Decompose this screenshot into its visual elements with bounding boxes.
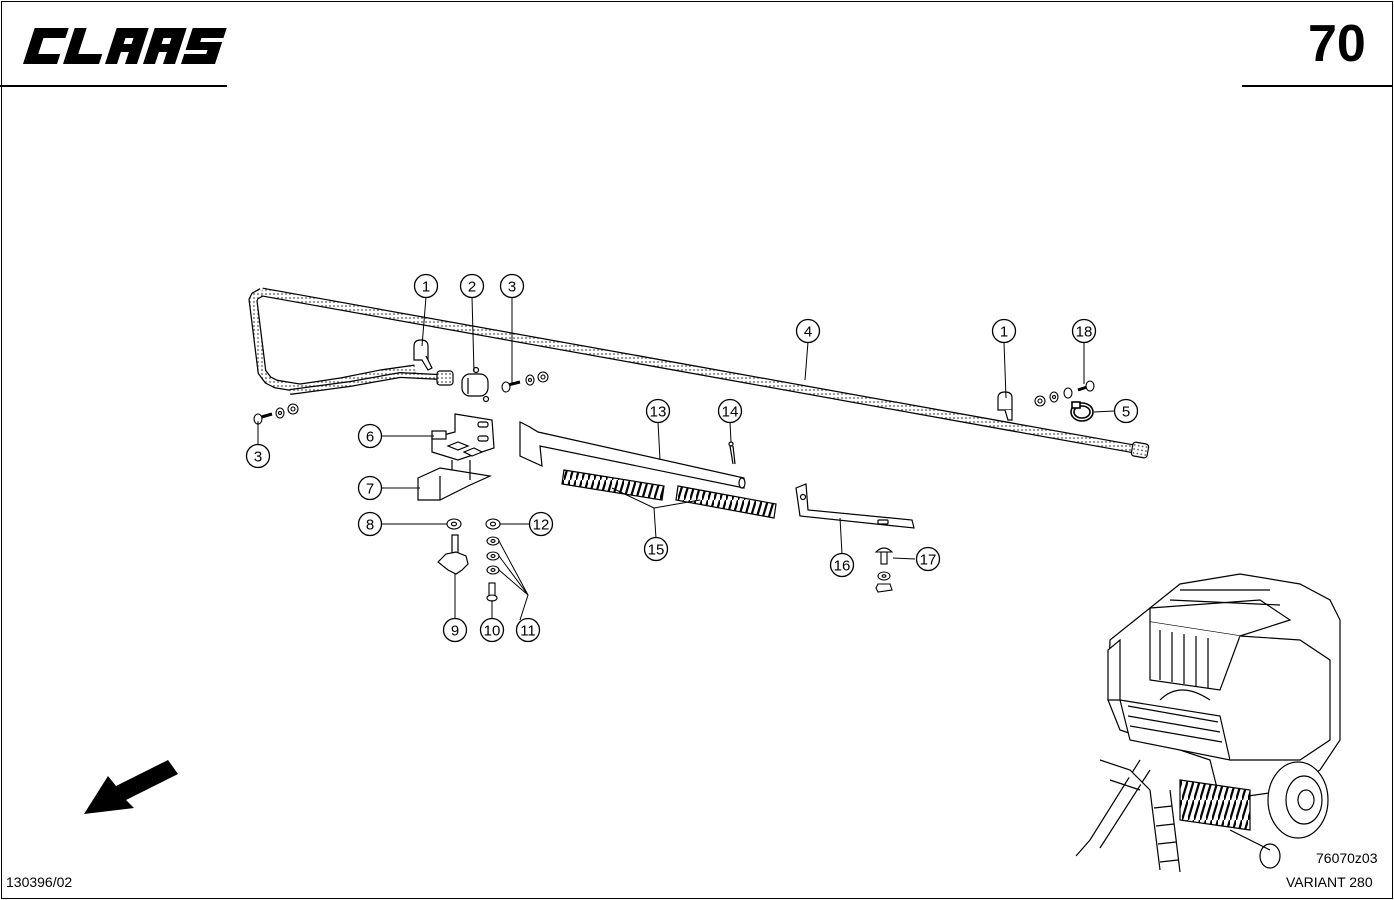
claas-logo <box>23 28 227 64</box>
callout-c15: 15 <box>643 536 669 562</box>
round-baler-overview-illustration <box>1075 573 1341 873</box>
model-name: VARIANT 280 <box>1286 874 1373 890</box>
callout-c6: 6 <box>357 423 383 449</box>
callout-c17: 17 <box>915 546 941 572</box>
callout-c2: 2 <box>459 273 485 299</box>
callout-c4: 4 <box>795 318 821 344</box>
callout-c9: 9 <box>442 617 468 643</box>
washer-part-8 <box>446 518 462 530</box>
screw-set-part-3-upper <box>501 371 549 393</box>
callout-label: 5 <box>1122 404 1130 421</box>
header-rule-left <box>0 85 227 87</box>
callout-circle <box>1113 398 1139 424</box>
hose-clamp-part-5 <box>1070 401 1094 422</box>
guide-rod-part-13 <box>519 421 746 489</box>
callout-circle <box>357 475 383 501</box>
callout-circle <box>515 617 541 643</box>
callout-circle <box>442 617 468 643</box>
callout-label: 4 <box>804 324 812 341</box>
screw-set-part-18 <box>1034 380 1095 407</box>
callout-circle <box>413 273 439 299</box>
callout-c3b: 3 <box>245 443 271 469</box>
callout-circle <box>717 398 743 424</box>
callout-circle <box>829 552 855 578</box>
washer-part-12 <box>485 518 501 530</box>
callout-label: 10 <box>484 623 501 640</box>
leader-lines <box>257 296 1115 621</box>
callout-circle <box>357 423 383 449</box>
screw-set-part-3-lower <box>253 403 299 425</box>
callout-label: 14 <box>722 404 739 421</box>
callout-circle <box>991 318 1017 344</box>
plate-part-6 <box>431 413 495 461</box>
callout-label: 6 <box>366 429 374 446</box>
clip-part-1-right <box>997 391 1013 421</box>
callout-label: 8 <box>366 517 374 534</box>
callout-c5: 5 <box>1113 398 1139 424</box>
callout-label: 7 <box>366 481 374 498</box>
callout-circle <box>459 273 485 299</box>
carriage-bolt-part-17 <box>874 547 894 593</box>
star-knob-part-9 <box>437 534 469 575</box>
callout-circle <box>499 273 525 299</box>
callout-circle <box>479 617 505 643</box>
callout-label: 13 <box>650 404 667 421</box>
split-pin-part-14 <box>728 441 736 465</box>
callout-label: 12 <box>533 517 550 534</box>
washers-part-11 <box>486 536 500 575</box>
direction-arrow-icon <box>84 760 178 814</box>
callout-label: 2 <box>468 279 476 296</box>
callout-circle <box>245 443 271 469</box>
callout-circle <box>643 536 669 562</box>
callout-label: 11 <box>520 623 536 640</box>
callout-c8: 8 <box>357 511 383 537</box>
callout-label: 3 <box>254 449 262 466</box>
callout-label: 16 <box>834 558 851 575</box>
callout-label: 3 <box>508 279 516 296</box>
callout-c11: 11 <box>515 617 541 643</box>
springs-part-15 <box>561 469 777 519</box>
bracket-part-2 <box>461 366 490 403</box>
rod-part-4 <box>248 287 1150 459</box>
callout-circle <box>795 318 821 344</box>
callout-c13: 13 <box>645 398 671 424</box>
callout-circle <box>357 511 383 537</box>
header-rule-right <box>1242 85 1392 87</box>
callout-label: 1 <box>1000 324 1008 341</box>
document-number: 130396/02 <box>6 874 73 890</box>
callout-c3a: 3 <box>499 273 525 299</box>
callout-circle <box>1071 318 1097 344</box>
page-number: 70 <box>1308 15 1366 73</box>
callout-circle <box>528 511 554 537</box>
callout-label: 9 <box>451 623 459 640</box>
drawing-code: 76070z03 <box>1316 850 1378 866</box>
callout-c7: 7 <box>357 475 383 501</box>
bolt-part-10 <box>486 582 498 602</box>
callout-c12: 12 <box>528 511 554 537</box>
callout-circle <box>915 546 941 572</box>
callout-label: 1 <box>422 279 430 296</box>
callout-c16: 16 <box>829 552 855 578</box>
callout-c14: 14 <box>717 398 743 424</box>
callout-c10: 10 <box>479 617 505 643</box>
clip-part-1-left <box>413 339 433 371</box>
callout-c18: 18 <box>1071 318 1097 344</box>
callout-circle <box>645 398 671 424</box>
bracket-part-16 <box>795 483 915 529</box>
bracket-part-7 <box>417 460 493 501</box>
callout-label: 17 <box>920 552 937 569</box>
callout-label: 15 <box>648 542 665 559</box>
callout-c1b: 1 <box>991 318 1017 344</box>
callout-label: 18 <box>1076 324 1093 341</box>
callout-c1a: 1 <box>413 273 439 299</box>
